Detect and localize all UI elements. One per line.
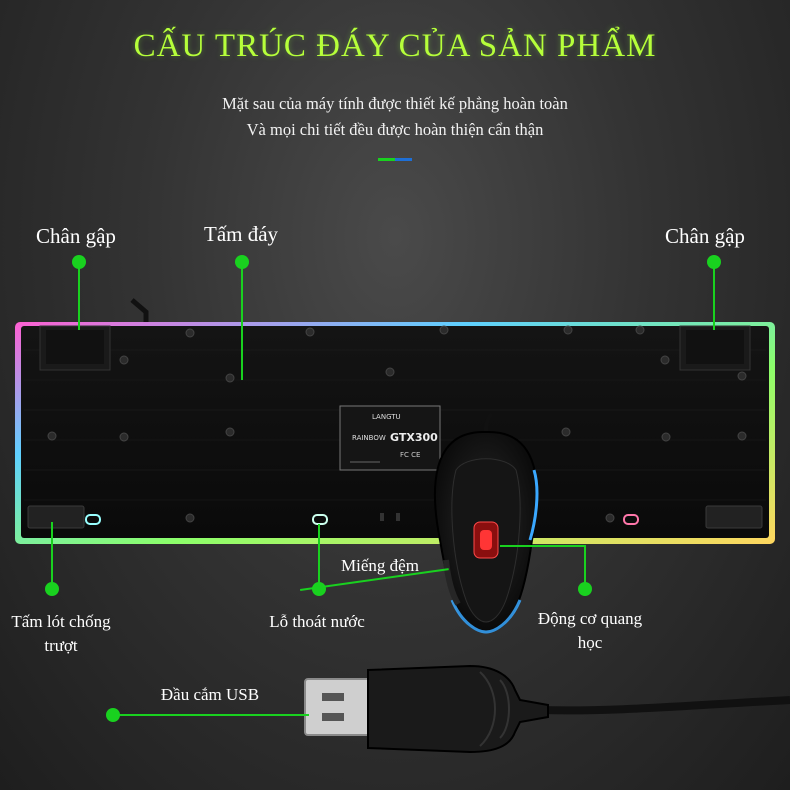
drain-hole-right — [623, 514, 639, 525]
callout-line-drain-hole — [318, 524, 320, 586]
drain-hole-center — [312, 514, 328, 525]
callout-line-anti-slip-pad — [51, 522, 53, 588]
anti-slip-pad-right — [705, 505, 763, 529]
callout-line-usb-plug — [113, 714, 309, 716]
page-title: CẤU TRÚC ĐÁY CỦA SẢN PHẨM — [133, 28, 657, 64]
callout-line-folding-foot-left — [78, 262, 80, 330]
callout-line-optical-sensor-v — [584, 545, 586, 585]
label-anti-slip-pad-line-2: trượt — [44, 636, 78, 655]
label-optical-sensor-line-2: học — [577, 633, 603, 652]
sticker-brand: LANGTU — [372, 413, 401, 421]
mouse-pad-foot — [443, 559, 461, 606]
callout-line-folding-foot-right — [713, 262, 715, 330]
sticker-model: GTX300 — [390, 431, 438, 444]
accent-bar — [378, 158, 412, 161]
callout-dot-anti-slip-pad — [45, 582, 59, 596]
drain-hole-left — [85, 514, 101, 525]
gaming-mouse — [433, 430, 539, 634]
product-sticker: LANGTU RAINBOW GTX300 FC CE — [339, 405, 441, 471]
sticker-model-prefix: RAINBOW — [352, 434, 386, 442]
label-anti-slip-pad-line-1: Tấm lót chống — [11, 612, 111, 631]
subtitle-line-1: Mặt sau của máy tính được thiết kế phẳng… — [222, 94, 568, 113]
label-drain-hole: Lỗ thoát nước — [269, 612, 365, 631]
subtitle-line-2: Và mọi chi tiết đều được hoàn thiện cẩn … — [246, 120, 544, 139]
label-folding-foot-left: Chân gập — [36, 224, 116, 248]
label-folding-foot-right: Chân gập — [665, 224, 745, 248]
callout-line-base-plate — [241, 262, 243, 380]
keyboard-cable — [130, 298, 149, 326]
label-usb-plug: Đầu cắm USB — [160, 685, 260, 704]
keyboard-base: LANGTU RAINBOW GTX300 FC CE — [15, 322, 775, 544]
callout-dot-optical-sensor — [578, 582, 592, 596]
anti-slip-pad-left — [27, 505, 85, 529]
label-anti-slip-pad: Tấm lót chống trượt — [0, 610, 122, 658]
usb-plug — [304, 664, 790, 754]
sticker-marks: FC CE — [400, 451, 420, 459]
callout-line-optical-sensor-h — [500, 545, 586, 547]
label-optical-sensor: Động cơ quang học — [515, 607, 665, 655]
label-base-plate: Tấm đáy — [204, 222, 279, 246]
label-optical-sensor-line-1: Động cơ quang — [537, 609, 643, 628]
label-mouse-pad: Miếng đệm — [341, 556, 419, 575]
